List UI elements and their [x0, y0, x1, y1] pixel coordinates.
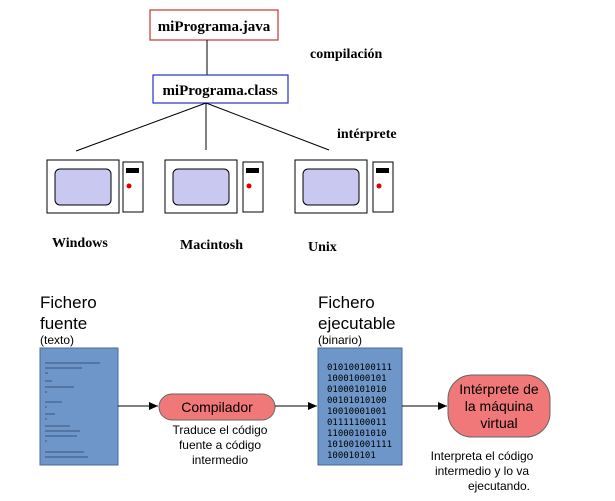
java-file-box	[149, 9, 279, 41]
executable-file-doc	[317, 347, 403, 466]
binary-line: 11000101010	[327, 429, 387, 439]
platform-windows-label: Windows	[52, 236, 108, 251]
drive-slot	[246, 168, 259, 173]
source-title-line1: Fichero	[40, 293, 97, 312]
binary-line: 00101010100	[327, 396, 387, 406]
tower	[372, 161, 394, 213]
executable-title-line1: Fichero	[318, 293, 375, 312]
tower	[242, 161, 264, 213]
class-file-box	[152, 74, 289, 104]
compiler-oval	[158, 393, 276, 421]
drive-slot	[126, 168, 139, 173]
branch-windows	[75, 102, 207, 152]
interpreter-label-line2: la máquina	[465, 398, 534, 414]
source-title-line2: fuente	[40, 314, 87, 333]
power-led	[126, 183, 132, 189]
platform-macintosh-label: Macintosh	[180, 238, 243, 253]
compiler-desc-line1: Traduce el código	[173, 423, 268, 437]
binary-line: 100010101	[327, 451, 376, 461]
tower	[122, 161, 144, 213]
binary-line: 10001000101	[327, 374, 387, 384]
interpreter-desc-line1: Interpreta el código	[431, 449, 534, 463]
interpreter-desc-line2: intermedio y lo va	[435, 464, 529, 478]
binary-line: 01000101010	[327, 385, 387, 395]
interpreter-label-line3: virtual	[480, 415, 517, 431]
executable-subtitle: (binario)	[318, 333, 362, 347]
compile-label: compilación	[310, 47, 383, 62]
source-file-doc	[39, 347, 119, 466]
compiler-label: Compilador	[181, 399, 253, 415]
executable-title-line2: ejecutable	[318, 314, 396, 333]
screen	[302, 168, 360, 206]
compiler-desc-line3: intermedio	[192, 453, 248, 467]
computer-unix	[294, 159, 394, 214]
binary-line: 010100100111	[327, 363, 392, 373]
screen	[172, 168, 230, 206]
source-subtitle: (texto)	[40, 333, 74, 347]
compiler-desc-line2: fuente a código	[179, 438, 261, 452]
binary-line: 01111100011	[327, 418, 387, 428]
interpret-label: intérprete	[337, 127, 397, 142]
binary-content: 010100100111 10001000101 01000101010 001…	[327, 363, 392, 461]
power-led	[376, 183, 382, 189]
platform-unix-label: Unix	[308, 240, 337, 255]
computer-macintosh	[164, 159, 264, 214]
screen	[54, 168, 112, 206]
interpreter-desc-line3: ejecutando.	[468, 479, 530, 493]
computer-windows	[46, 159, 144, 214]
power-led	[246, 183, 252, 189]
source-text-squiggles	[45, 362, 100, 458]
binary-line: 101001001111	[327, 440, 392, 450]
interpreter-oval	[447, 374, 551, 438]
interpreter-label-line1: Intérprete de	[459, 381, 539, 397]
drive-slot	[376, 168, 389, 173]
class-file-label: miPrograma.class	[162, 83, 277, 99]
branch-unix	[205, 102, 330, 151]
binary-line: 10010001001	[327, 407, 387, 417]
java-file-label: miPrograma.java	[158, 19, 271, 35]
